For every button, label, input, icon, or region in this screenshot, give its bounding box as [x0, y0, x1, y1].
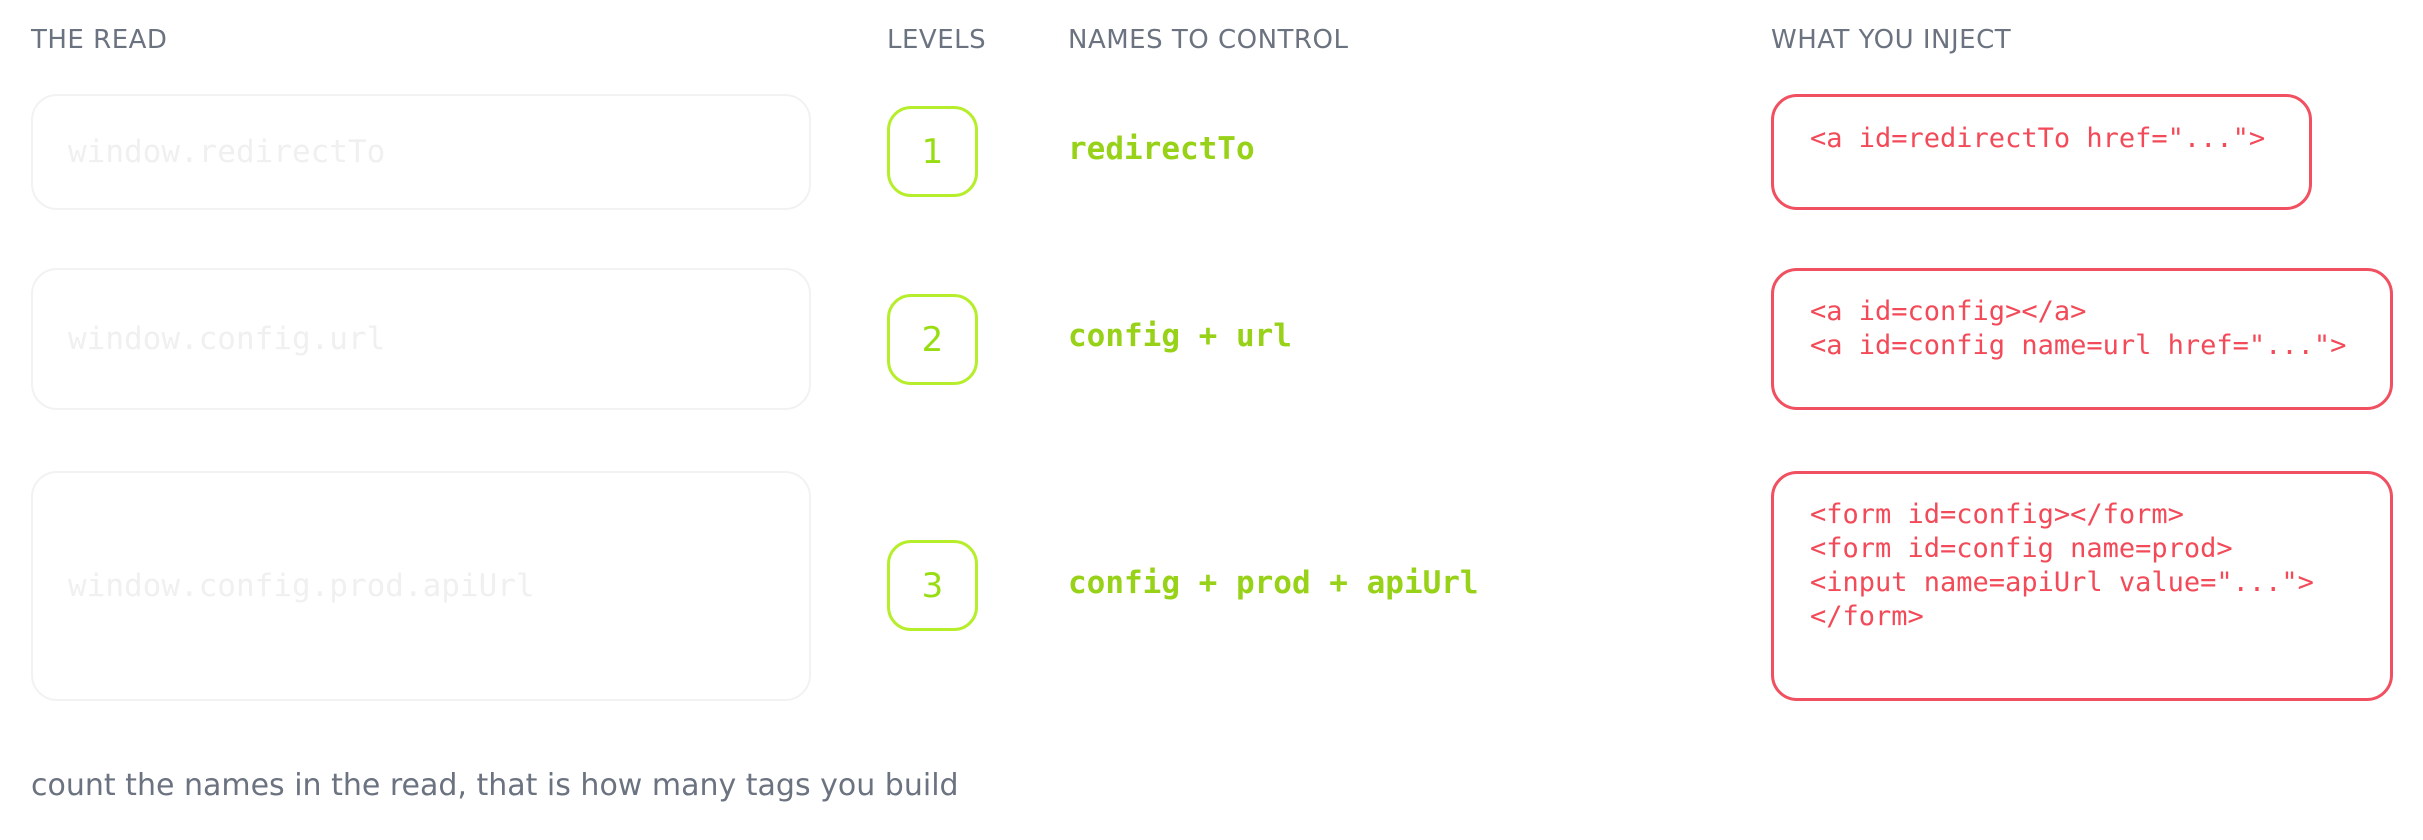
names-to-control-2: config + url: [1068, 318, 1292, 354]
inject-line: <a id=config></a>: [1810, 296, 2087, 327]
inject-line: <form id=config></form>: [1810, 499, 2184, 530]
header-the-read: THE READ: [31, 25, 168, 55]
footer-note: count the names in the read, that is how…: [31, 768, 959, 803]
level-badge-1: 1: [887, 106, 978, 197]
inject-box-1: <a id=redirectTo href="...">: [1771, 94, 2312, 210]
level-number-1: 1: [921, 131, 944, 172]
header-what-you-inject: WHAT YOU INJECT: [1771, 25, 2012, 55]
read-expression-3: window.config.prod.apiUrl: [68, 568, 535, 604]
level-number-2: 2: [921, 319, 944, 360]
names-to-control-1: redirectTo: [1068, 131, 1255, 167]
read-expression-2: window.config.url: [68, 321, 386, 357]
level-number-3: 3: [921, 565, 944, 606]
names-to-control-3: config + prod + apiUrl: [1068, 565, 1479, 601]
header-levels: LEVELS: [887, 25, 987, 55]
read-box-1: window.redirectTo: [31, 94, 811, 210]
inject-line: <a id=redirectTo href="...">: [1810, 123, 2266, 154]
header-names-to-control: NAMES TO CONTROL: [1068, 25, 1349, 55]
inject-line: <form id=config name=prod>: [1810, 533, 2233, 564]
read-box-2: window.config.url: [31, 268, 811, 410]
level-badge-3: 3: [887, 540, 978, 631]
inject-box-2: <a id=config></a> <a id=config name=url …: [1771, 268, 2393, 410]
inject-line: </form>: [1810, 601, 1924, 632]
read-box-3: window.config.prod.apiUrl: [31, 471, 811, 701]
inject-line: <input name=apiUrl value="...">: [1810, 567, 2314, 598]
inject-line: <a id=config name=url href="...">: [1810, 330, 2347, 361]
read-expression-1: window.redirectTo: [68, 134, 386, 170]
level-badge-2: 2: [887, 294, 978, 385]
inject-box-3: <form id=config></form> <form id=config …: [1771, 471, 2393, 701]
